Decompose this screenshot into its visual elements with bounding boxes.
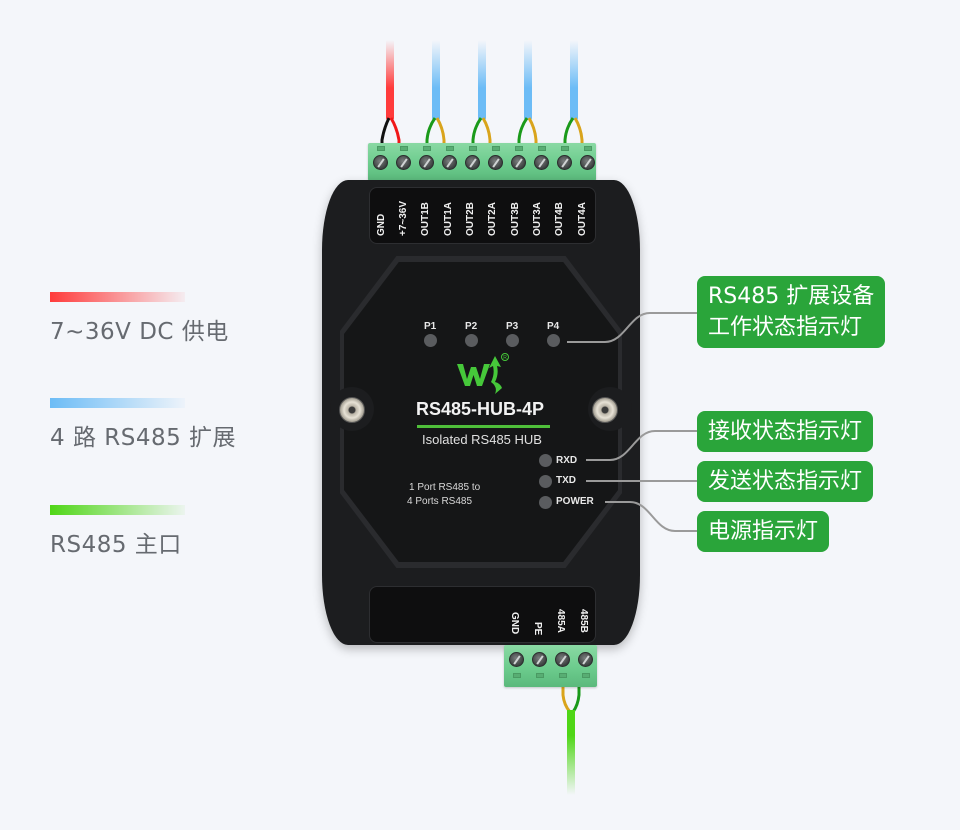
- terminal-screw: [534, 155, 549, 170]
- expansion-wire-1: [432, 40, 440, 120]
- terminal-screw: [465, 155, 480, 170]
- title-underline: [417, 425, 550, 428]
- terminal-screw: [532, 652, 547, 667]
- expansion-wire-swatch: [50, 398, 185, 408]
- terminal-screw: [373, 155, 388, 170]
- terminal-screw: [511, 155, 526, 170]
- callout-port-status-line-2: 工作状态指示灯: [708, 315, 863, 340]
- led-p2: [465, 334, 478, 347]
- power-wire: [386, 40, 394, 120]
- led-label-txd: TXD: [556, 475, 576, 486]
- main-port-wire: [567, 710, 575, 795]
- svg-text:R: R: [503, 355, 507, 361]
- legend-expansion: 4 路 RS485 扩展: [50, 398, 236, 452]
- power-wire-swatch: [50, 292, 185, 302]
- terminal-screw: [488, 155, 503, 170]
- product-subtitle: Isolated RS485 HUB: [422, 432, 542, 447]
- top-terminal-block: [368, 143, 596, 181]
- terminal-screw: [578, 652, 593, 667]
- terminal-screw: [396, 155, 411, 170]
- mount-screw-right-icon: [592, 397, 618, 423]
- led-label-rxd: RXD: [556, 455, 578, 466]
- legend-power-label: 7~36V DC 供电: [50, 319, 229, 345]
- expansion-wire-4: [570, 40, 578, 120]
- legend-main-port: RS485 主口: [50, 505, 185, 559]
- led-label-p4: P4: [547, 321, 560, 332]
- led-label-p3: P3: [506, 321, 519, 332]
- terminal-screw: [580, 155, 595, 170]
- expansion-wire-2: [478, 40, 486, 120]
- terminal-screw: [442, 155, 457, 170]
- led-rxd: [539, 454, 552, 467]
- callout-tx-status: 发送状态指示灯: [697, 461, 874, 502]
- callout-rx-status: 接收状态指示灯: [697, 411, 874, 452]
- led-label-power: POWER: [556, 496, 594, 507]
- waveshare-logo-icon: R: [457, 353, 509, 394]
- led-p4: [547, 334, 560, 347]
- terminal-screw: [557, 155, 572, 170]
- terminal-screw: [555, 652, 570, 667]
- terminal-screw: [509, 652, 524, 667]
- main-wire-swatch: [50, 505, 185, 515]
- mount-screw-left-icon: [339, 397, 365, 423]
- led-txd: [539, 475, 552, 488]
- led-label-p1: P1: [424, 321, 437, 332]
- legend-main-port-label: RS485 主口: [50, 532, 182, 558]
- callout-port-status-line-1: RS485 扩展设备: [708, 284, 875, 309]
- terminal-screw: [419, 155, 434, 170]
- description-line-1: 1 Port RS485 to: [409, 482, 481, 493]
- expansion-wire-3: [524, 40, 532, 120]
- description-line-2: 4 Ports RS485: [407, 496, 473, 507]
- led-p3: [506, 334, 519, 347]
- faceplate: [344, 262, 618, 562]
- callout-power: 电源指示灯: [697, 511, 830, 552]
- led-power: [539, 496, 552, 509]
- top-port-label-strip: [369, 187, 596, 244]
- bottom-terminal-block: [504, 645, 597, 687]
- legend-expansion-label: 4 路 RS485 扩展: [50, 425, 237, 451]
- product-model: RS485-HUB-4P: [415, 399, 545, 419]
- legend-power: 7~36V DC 供电: [50, 292, 229, 346]
- bottom-port-label-strip: [369, 586, 596, 643]
- led-label-p2: P2: [465, 321, 478, 332]
- callout-port-status: RS485 扩展设备 工作状态指示灯: [697, 276, 886, 348]
- led-p1: [424, 334, 437, 347]
